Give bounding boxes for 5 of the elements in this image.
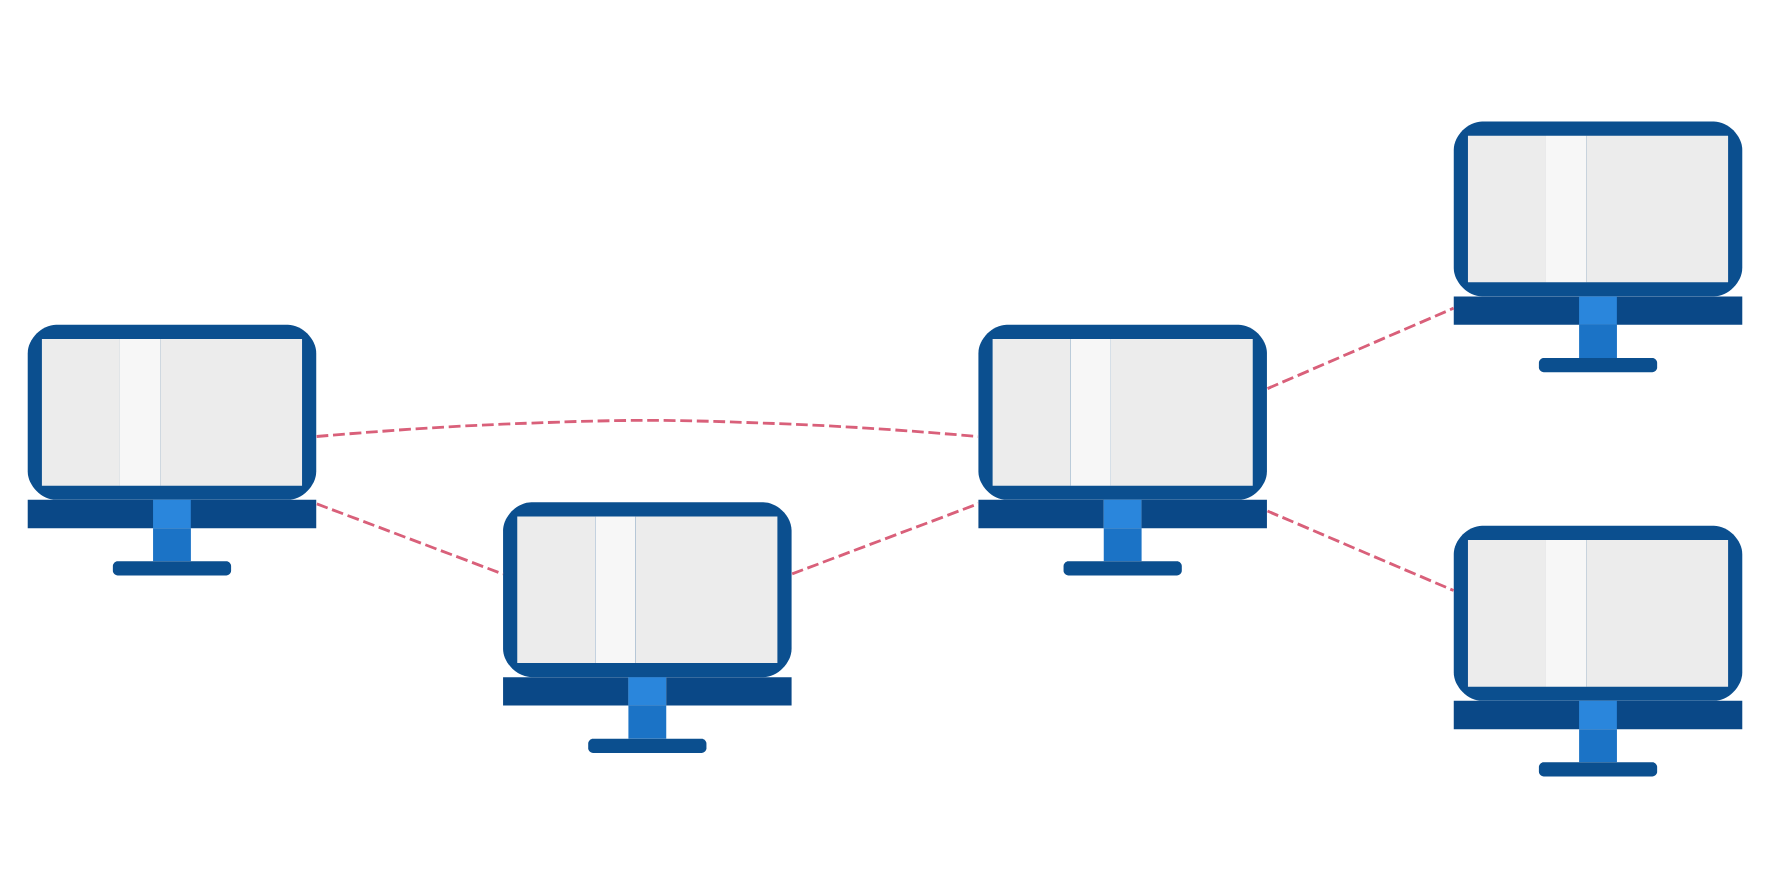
connector: [316, 501, 504, 575]
connector: [1266, 305, 1455, 389]
connector: [1266, 508, 1455, 591]
connector: [316, 417, 979, 437]
connector: [791, 501, 979, 575]
